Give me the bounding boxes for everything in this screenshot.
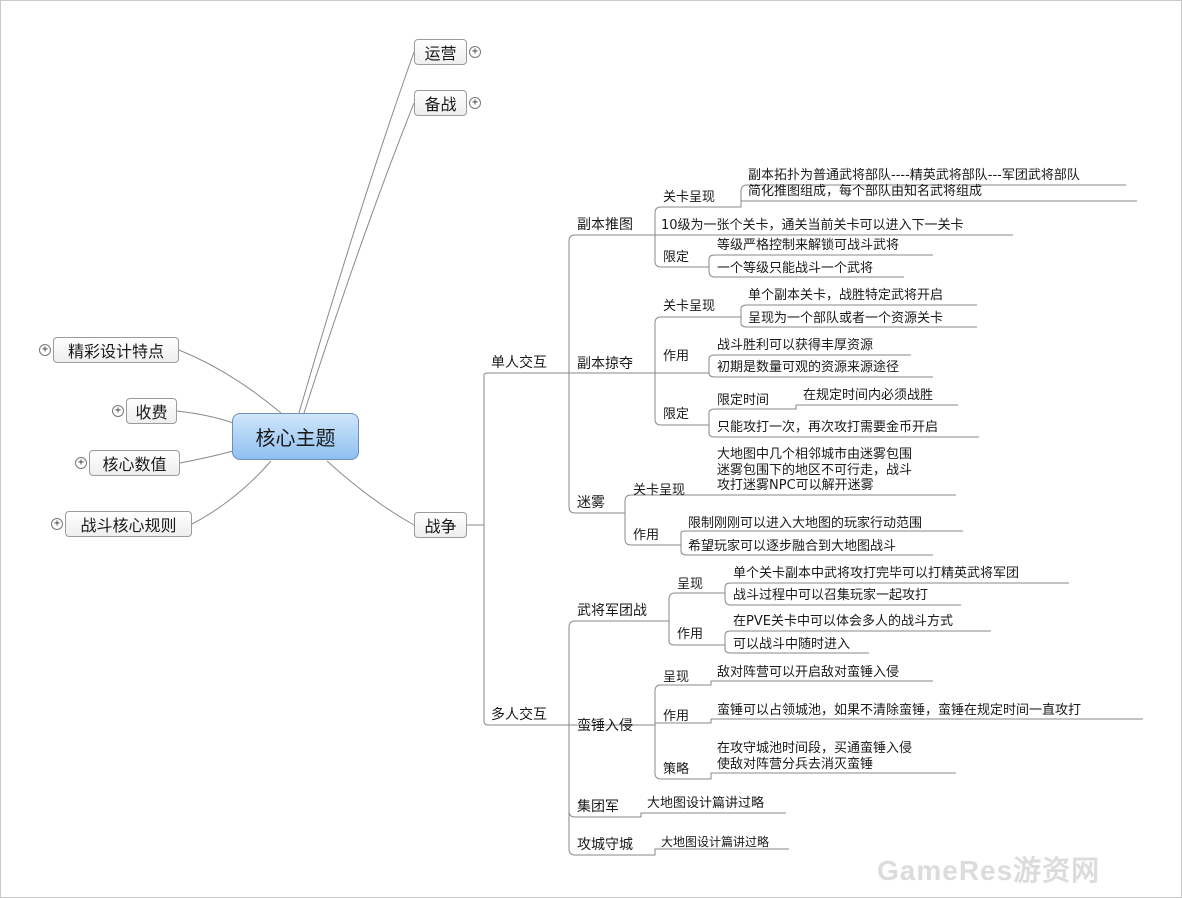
link-root-beizhan [303,102,415,414]
text-miwu-z2: 希望玩家可以逐步融合到大地图战斗 [688,539,897,554]
text-manchui-s2: 使敌对阵营分兵去消灭蛮锤 [717,757,874,772]
node-juntuan-zuoyong[interactable]: 作用 [677,627,704,642]
link-root-zhanzheng [326,460,415,526]
node-miwu-guanka[interactable]: 关卡呈现 [633,483,686,498]
node-tuitu-guanka[interactable]: 关卡呈现 [663,190,716,205]
expand-plus-icon[interactable]: + [75,457,87,469]
node-jingcai[interactable]: 精彩设计特点 [53,337,179,363]
node-manchui-chengxian[interactable]: 呈现 [663,670,690,685]
node-lueduo-zuoyong[interactable]: 作用 [663,349,690,364]
text-juntuan-c2: 战斗过程中可以召集玩家一起攻打 [733,588,929,603]
expand-plus-icon[interactable]: + [469,97,481,109]
link-danren-miwu [568,373,611,514]
text-tuitu-x2: 一个等级只能战斗一个武将 [717,261,874,276]
link-duoren-gongcheng [568,725,639,856]
text-tuitu-g2: 简化推图组成，每个部队由知名武将组成 [748,184,983,199]
text-tuitu-g1: 副本拓扑为普通武将部队----精英武将部队---军团武将部队 [748,168,1080,183]
text-gongcheng-desc: 大地图设计篇讲过略 [661,835,770,849]
text-manchui-c1: 敌对阵营可以开启敌对蛮锤入侵 [717,665,900,680]
expand-plus-icon[interactable]: + [39,344,51,356]
node-tuitu-xianding[interactable]: 限定 [663,250,690,265]
text-miwu-z1: 限制刚刚可以进入大地图的玩家行动范围 [688,516,923,531]
expand-plus-icon[interactable]: + [51,518,63,530]
node-shoufei[interactable]: 收费 [126,398,177,424]
link-root-guize [191,460,272,525]
text-lueduo-g1: 单个副本关卡，战胜特定武将开启 [748,288,944,303]
node-juntuan[interactable]: 武将军团战 [577,603,647,619]
link-zhanzheng-danren [467,372,553,526]
link-danren-tuitu [568,234,639,373]
text-miwu-g2: 迷雾包围下的地区不可行走，战斗 [717,463,913,478]
text-juntuan-z2: 可以战斗中随时进入 [733,637,851,652]
text-lueduo-z2: 初期是数量可观的资源来源途径 [717,360,900,375]
text-manchui-s1: 在攻守城池时间段，买通蛮锤入侵 [717,741,913,756]
node-beizhan[interactable]: 备战 [414,90,467,116]
node-shuzhi[interactable]: 核心数值 [89,450,180,476]
text-tuitu-level: 10级为一张个关卡，通关当前关卡可以进入下一关卡 [661,218,964,233]
link-root-yunying [298,51,415,414]
root-topic[interactable]: 核心主题 [232,413,359,460]
node-jituan[interactable]: 集团军 [577,799,619,815]
link-duoren-juntuan [568,620,655,725]
expand-plus-icon[interactable]: + [469,46,481,58]
text-tuitu-x1: 等级严格控制来解锁可战斗武将 [717,238,900,253]
node-lueduo[interactable]: 副本掠夺 [577,356,633,372]
text-miwu-g3: 攻打迷雾NPC可以解开迷雾 [717,478,874,493]
node-yunying[interactable]: 运营 [414,39,467,65]
link-root-shoufei [176,410,234,424]
node-miwu-zuoyong[interactable]: 作用 [633,528,660,543]
node-lueduo-xianding[interactable]: 限定 [663,407,690,422]
text-miwu-g1: 大地图中几个相邻城市由迷雾包围 [717,447,913,462]
node-manchui-zuoyong[interactable]: 作用 [663,709,690,724]
text-lueduo-once: 只能攻打一次，再次攻打需要金币开启 [717,420,939,435]
node-tuitu[interactable]: 副本推图 [577,217,633,233]
node-juntuan-chengxian[interactable]: 呈现 [677,577,704,592]
text-manchui-z1: 蛮锤可以占领城池，如果不清除蛮锤，蛮锤在规定时间一直攻打 [717,703,1082,718]
text-lueduo-z1: 战斗胜利可以获得丰厚资源 [717,338,874,353]
link-root-shuzhi [179,450,234,464]
node-manchui[interactable]: 蛮锤入侵 [577,718,633,734]
expand-plus-icon[interactable]: + [112,405,124,417]
node-guize[interactable]: 战斗核心规则 [65,511,192,537]
text-juntuan-z1: 在PVE关卡中可以体会多人的战斗方式 [733,614,953,629]
node-gongcheng[interactable]: 攻城守城 [577,837,633,853]
text-lueduo-time-desc: 在规定时间内必须战胜 [803,388,934,403]
node-manchui-celue[interactable]: 策略 [663,762,690,777]
node-duoren[interactable]: 多人交互 [491,707,547,723]
link-root-jingcai [178,349,282,414]
text-juntuan-c1: 单个关卡副本中武将攻打完毕可以打精英武将军团 [733,566,1020,581]
watermark-logo: GameRes游资网 [877,855,1101,886]
node-zhanzheng[interactable]: 战争 [414,512,467,538]
node-lueduo-guanka[interactable]: 关卡呈现 [663,299,716,314]
node-lueduo-time[interactable]: 限定时间 [717,393,770,408]
node-danren[interactable]: 单人交互 [491,355,547,371]
node-miwu[interactable]: 迷雾 [577,495,605,511]
text-jituan-desc: 大地图设计篇讲过略 [647,796,765,811]
text-lueduo-g2: 呈现为一个部队或者一个资源关卡 [748,311,944,326]
link-zhanzheng-duoren [483,525,553,726]
